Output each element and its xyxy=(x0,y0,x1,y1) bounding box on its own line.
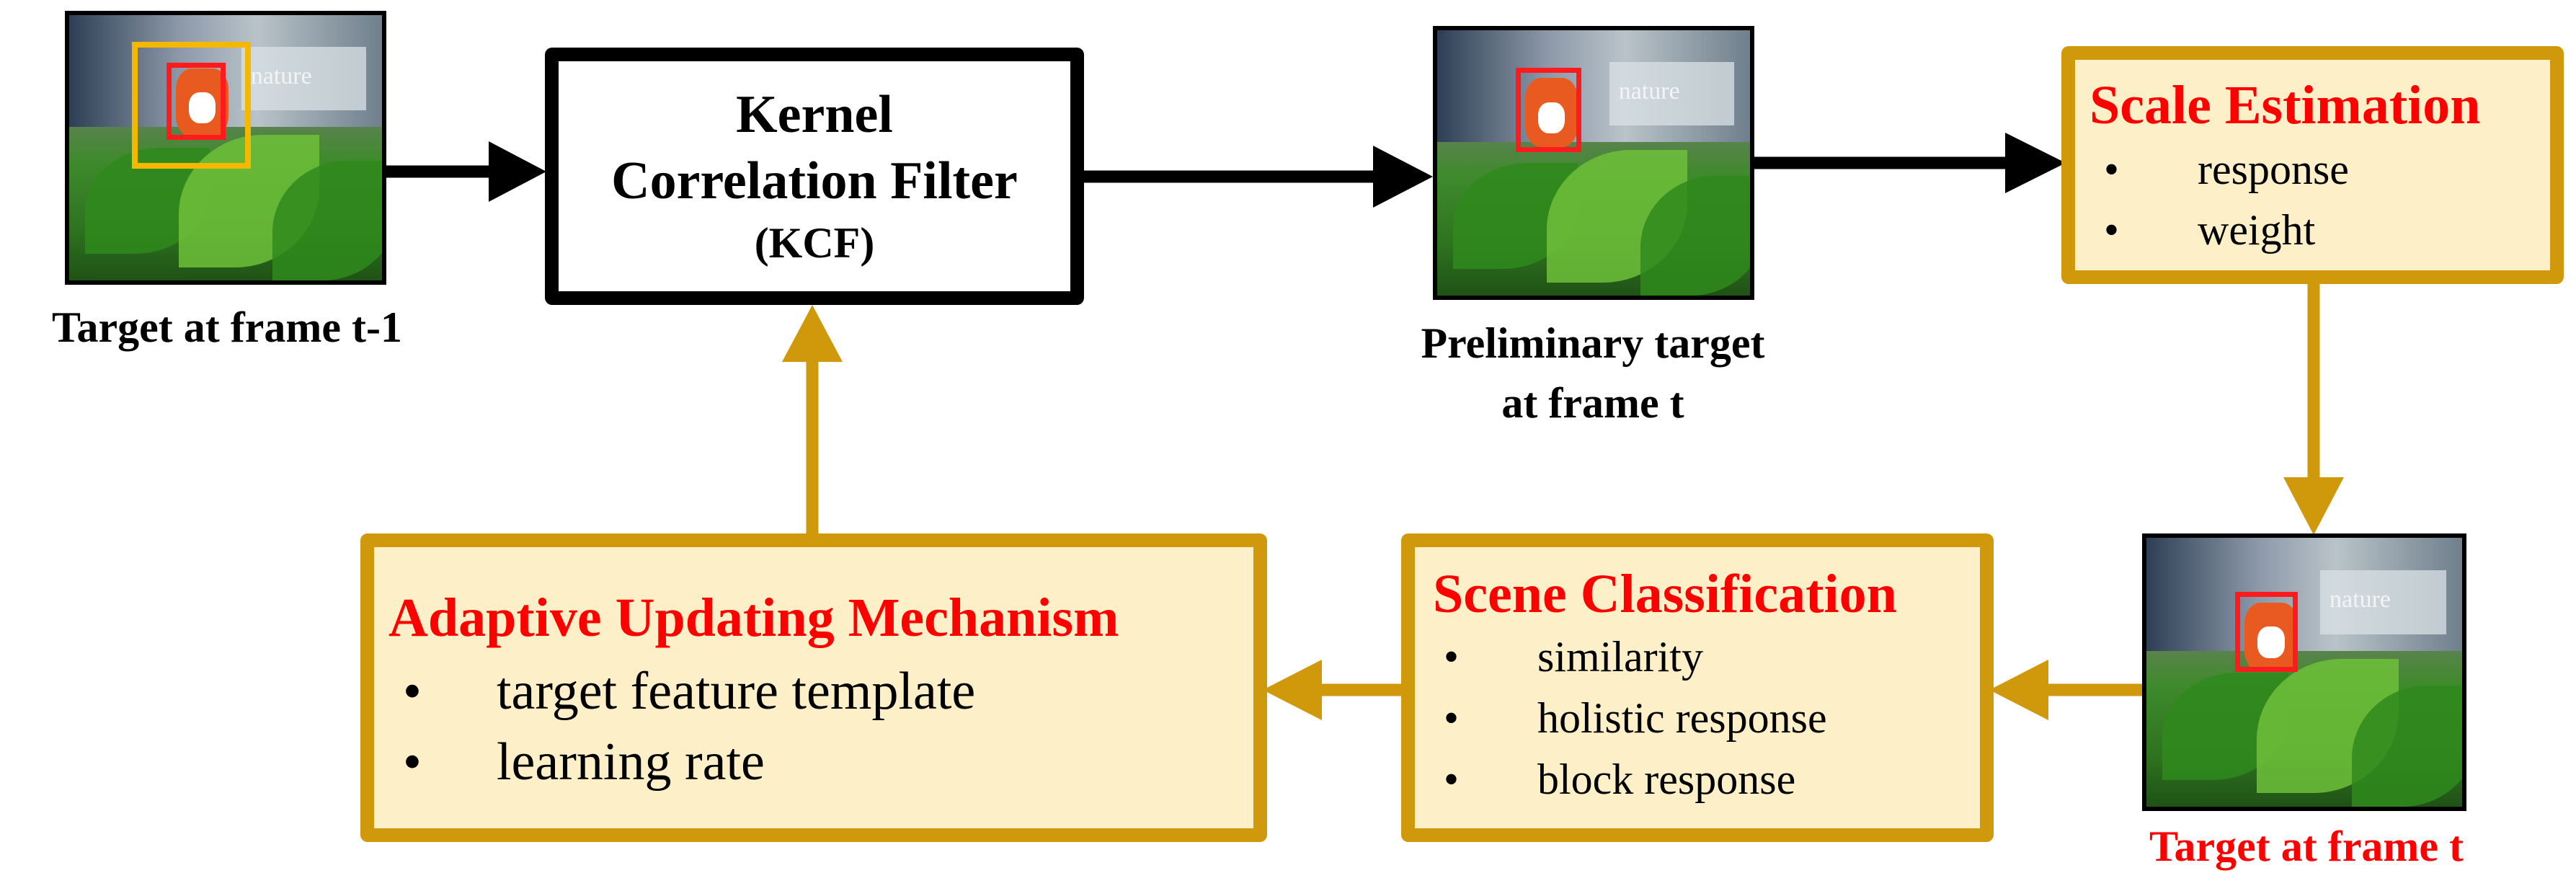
scale-estimation-box: Scale Estimation • response • weight xyxy=(2061,46,2564,284)
arrow-frame-to-kcf xyxy=(383,141,546,202)
adaptive-updating-title: Adaptive Updating Mechanism xyxy=(388,588,1119,648)
target-box xyxy=(166,63,226,140)
target-box xyxy=(1515,67,1581,153)
arrow-kcf-to-preliminary xyxy=(1084,146,1433,208)
scene-classification-title: Scene Classification xyxy=(1433,564,1897,624)
kcf-line2: Correlation Filter xyxy=(611,151,1018,211)
arrow-scale-to-final xyxy=(2283,280,2344,535)
kcf-block: Kernel Correlation Filter (KCF) xyxy=(545,48,1084,305)
arrow-preliminary-to-scale xyxy=(1753,133,2066,193)
frame-final-image: nature xyxy=(2142,533,2466,811)
frame-t-minus-1-image: nature xyxy=(65,11,386,285)
adaptive-updating-box: Adaptive Updating Mechanism • target fea… xyxy=(360,533,1267,842)
frame-preliminary-caption-line1: Preliminary target xyxy=(1421,319,1765,367)
frame-t-minus-1-caption: Target at frame t-1 xyxy=(52,304,402,351)
arrow-adaptive-to-kcf xyxy=(782,305,843,535)
frame-preliminary-caption-line2: at frame t xyxy=(1501,379,1684,427)
arrow-scene-to-adaptive xyxy=(1263,660,1403,720)
kcf-line1: Kernel xyxy=(736,84,893,144)
frame-preliminary-image: nature xyxy=(1433,26,1754,300)
search-window-box xyxy=(131,41,251,169)
scene-classification-box: Scene Classification • similarity • holi… xyxy=(1401,533,1994,842)
scale-estimation-title: Scale Estimation xyxy=(2089,75,2481,136)
frame-final-caption: Target at frame t xyxy=(2149,823,2464,870)
target-box xyxy=(2234,591,2299,673)
arrow-final-to-scene xyxy=(1989,660,2142,720)
kcf-line3: (KCF) xyxy=(754,218,875,267)
